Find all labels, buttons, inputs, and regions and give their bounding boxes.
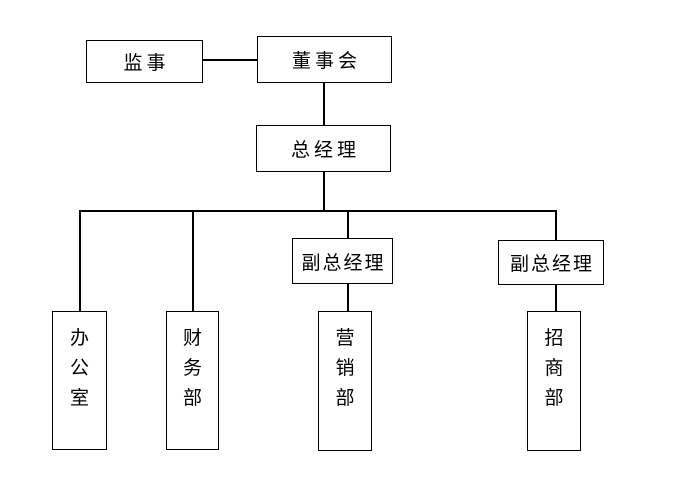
connector-branch-horizontal [79,210,556,212]
node-supervisor: 监事 [86,40,203,83]
node-deputy-gm-right-label: 副总经理 [509,254,594,275]
node-marketing-dept: 营销部 [318,311,372,451]
node-board-label: 董事会 [291,51,361,72]
connector-branch-finance [192,210,194,311]
connector-board-general-manager [323,83,325,125]
connector-general-manager-trunk [323,172,325,210]
node-investment-dept: 招商部 [527,311,581,451]
node-deputy-gm-right: 副总经理 [498,240,604,285]
node-office: 办公室 [52,311,107,450]
connector-branch-deputy-gm-right [555,210,557,240]
node-board: 董事会 [257,36,392,83]
node-deputy-gm-left: 副总经理 [292,238,393,284]
node-finance-dept: 财务部 [166,311,219,450]
node-supervisor-label: 监事 [123,53,170,74]
node-marketing-dept-label: 营销部 [335,328,355,409]
node-deputy-gm-left-label: 副总经理 [301,252,386,274]
connector-deputy-left-marketing [347,284,349,311]
node-general-manager: 总经理 [256,125,391,172]
node-finance-dept-label: 财务部 [182,328,202,409]
connector-branch-office [79,210,81,311]
node-general-manager-label: 总经理 [290,140,360,161]
node-investment-dept-label: 招商部 [544,328,564,409]
connector-deputy-right-investment [555,285,557,311]
connector-supervisor-board [203,59,257,61]
connector-branch-deputy-gm-left [347,210,349,238]
node-office-label: 办公室 [69,328,89,409]
